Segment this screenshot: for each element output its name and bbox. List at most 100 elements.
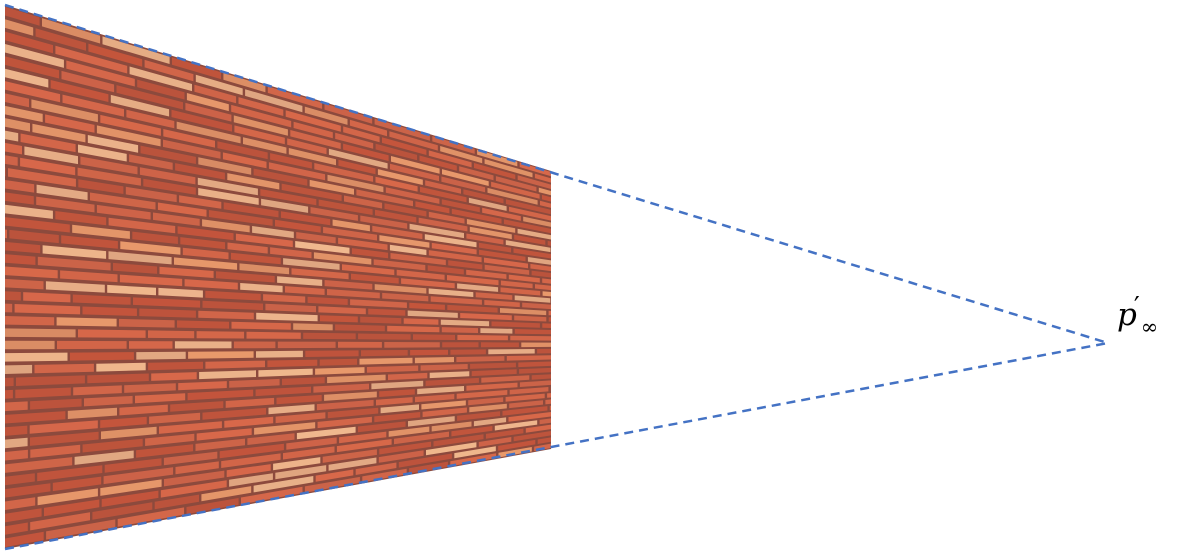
brick xyxy=(351,248,389,259)
brick xyxy=(471,369,517,377)
brick xyxy=(356,189,413,207)
brick xyxy=(414,357,454,364)
brick xyxy=(188,351,254,359)
brick xyxy=(307,296,348,305)
brick xyxy=(505,393,545,402)
brick xyxy=(324,391,377,401)
brick xyxy=(174,257,238,270)
brick xyxy=(72,224,130,239)
brick xyxy=(5,457,73,474)
brick xyxy=(117,507,185,527)
brick xyxy=(283,258,340,270)
brick xyxy=(509,400,543,409)
brick xyxy=(265,303,316,313)
brick xyxy=(30,431,99,446)
brick xyxy=(5,159,6,177)
brick xyxy=(92,502,153,520)
brick xyxy=(172,57,221,80)
brick xyxy=(362,468,407,483)
brick xyxy=(145,433,195,446)
brick xyxy=(303,332,356,340)
brick xyxy=(283,446,335,460)
brick xyxy=(230,252,281,265)
brick xyxy=(315,469,354,482)
brick xyxy=(457,283,499,292)
brick xyxy=(484,300,520,308)
brick xyxy=(222,152,267,169)
brick xyxy=(258,368,313,377)
brick xyxy=(424,234,477,248)
brick xyxy=(108,217,176,234)
brick xyxy=(342,264,395,276)
brick xyxy=(157,202,207,217)
brick xyxy=(5,266,58,279)
brick xyxy=(441,176,486,193)
brick xyxy=(425,180,461,194)
brick xyxy=(5,508,42,525)
brick xyxy=(508,274,540,283)
brick xyxy=(315,367,365,375)
brick xyxy=(384,342,440,348)
brick xyxy=(87,373,149,384)
brick xyxy=(175,163,225,180)
brick xyxy=(286,437,337,450)
brick xyxy=(442,342,479,348)
brick xyxy=(482,207,521,221)
brick xyxy=(44,499,100,517)
brick xyxy=(428,150,472,168)
brick xyxy=(256,350,303,358)
brick xyxy=(160,480,227,498)
brick xyxy=(463,189,504,204)
brick xyxy=(37,256,111,271)
brick xyxy=(182,247,229,260)
brick xyxy=(199,370,256,380)
brick xyxy=(375,143,418,161)
brick xyxy=(187,389,254,401)
brick xyxy=(276,394,322,405)
brick xyxy=(318,199,373,215)
brick xyxy=(441,199,480,213)
brick xyxy=(171,109,232,132)
brick xyxy=(313,252,372,265)
brick xyxy=(327,174,384,193)
brick xyxy=(390,163,439,182)
brick xyxy=(194,84,237,104)
brick xyxy=(275,412,326,424)
brick xyxy=(498,439,536,451)
brick xyxy=(5,60,49,88)
brick xyxy=(484,257,528,269)
brick xyxy=(390,253,446,266)
brick xyxy=(205,290,261,301)
brick xyxy=(349,119,387,137)
brick xyxy=(5,522,28,541)
brick xyxy=(517,175,551,190)
brick xyxy=(358,421,406,433)
brick xyxy=(100,479,162,496)
brick xyxy=(343,143,389,161)
brick xyxy=(78,179,124,194)
brick xyxy=(246,331,301,339)
brick xyxy=(403,318,439,325)
brick xyxy=(253,476,314,493)
brick xyxy=(5,78,61,103)
brick xyxy=(5,5,40,26)
brick xyxy=(30,398,82,410)
brick xyxy=(5,29,53,54)
brick xyxy=(42,245,107,259)
brick xyxy=(5,437,28,452)
brick xyxy=(480,328,513,334)
brick xyxy=(96,204,151,220)
brick xyxy=(267,359,318,368)
brick xyxy=(374,412,421,423)
brick xyxy=(332,219,370,232)
brick xyxy=(481,375,530,383)
brick xyxy=(454,446,496,459)
brick xyxy=(323,226,377,241)
brick xyxy=(180,237,226,250)
brick xyxy=(382,292,429,302)
brick xyxy=(185,102,232,122)
brick xyxy=(5,250,36,265)
brick xyxy=(484,264,530,275)
brick xyxy=(287,138,327,155)
brick xyxy=(5,135,22,155)
